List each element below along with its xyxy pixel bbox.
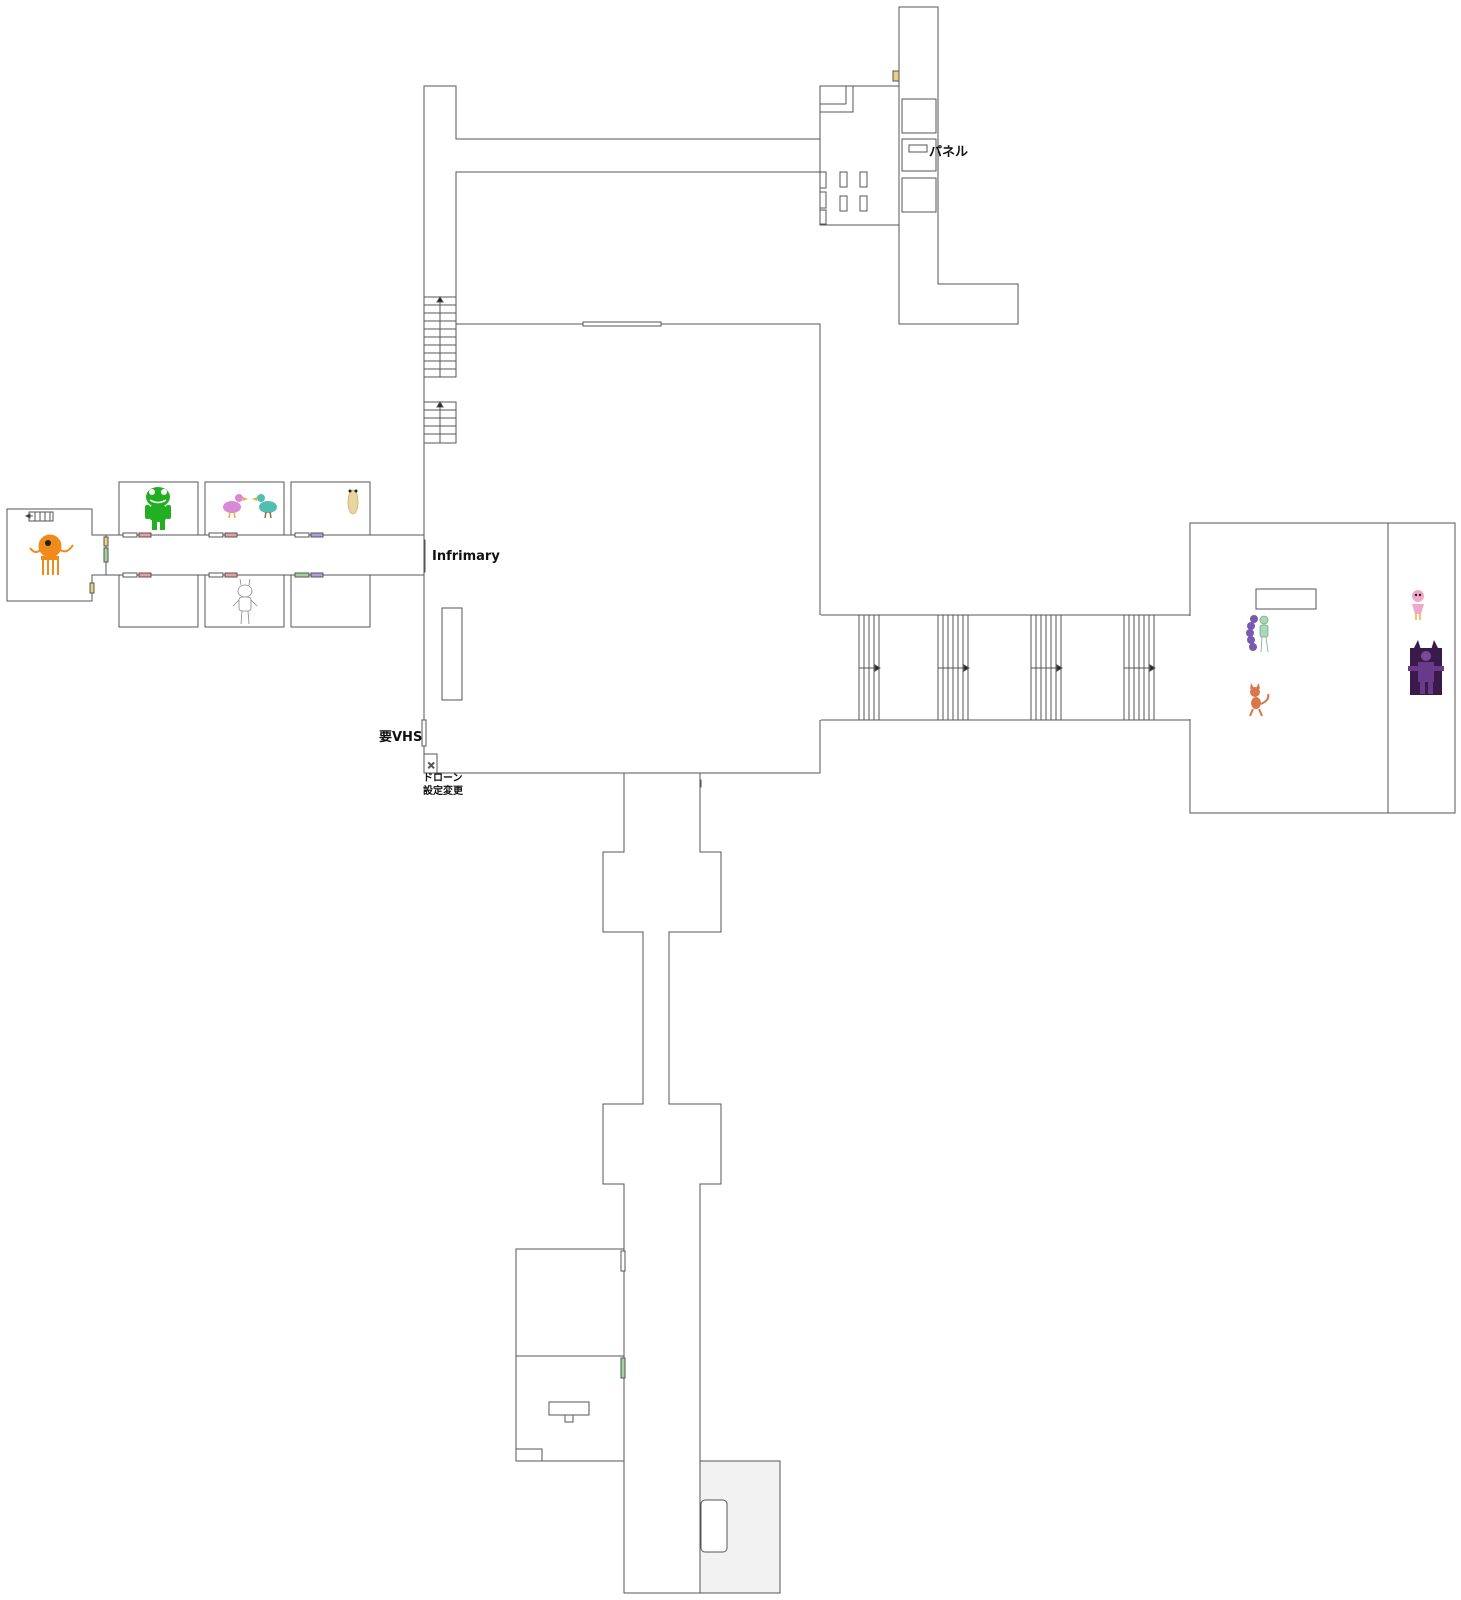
mint-figure-icon xyxy=(1259,615,1269,653)
southeast-capsule xyxy=(700,1499,728,1553)
sink xyxy=(548,1401,590,1416)
west-stairs[interactable] xyxy=(24,511,54,522)
annex-bench xyxy=(819,171,827,189)
door[interactable] xyxy=(103,547,109,563)
door[interactable] xyxy=(89,582,95,594)
door[interactable] xyxy=(294,532,310,538)
locker-box xyxy=(901,98,937,134)
annex-bench xyxy=(819,209,827,225)
drone-terminal[interactable] xyxy=(423,753,438,774)
annex-pillar xyxy=(839,195,848,212)
east-stairs[interactable] xyxy=(858,615,1155,720)
annex-small-room xyxy=(819,85,854,113)
orange-cat-icon xyxy=(1249,683,1270,717)
stairs-lower[interactable] xyxy=(423,401,457,444)
vhs-required-label: 要VHS xyxy=(379,730,423,745)
white-bunny-icon xyxy=(232,578,258,625)
northeast-corridor xyxy=(898,6,1019,325)
annex-pillar xyxy=(859,171,868,188)
cream-bug-icon xyxy=(347,489,359,515)
southwest-room-upper xyxy=(515,1248,625,1357)
vhs-door[interactable] xyxy=(421,719,427,747)
purple-throne-queen-icon xyxy=(1408,640,1444,695)
drone-label-line1: ドローン xyxy=(423,773,463,784)
door[interactable] xyxy=(122,532,138,538)
upper-corridor xyxy=(423,85,821,325)
north-door[interactable] xyxy=(582,321,662,327)
room-south-3 xyxy=(290,574,371,628)
stair-arrow xyxy=(874,664,881,672)
west-corridor xyxy=(105,534,425,576)
door[interactable] xyxy=(208,532,224,538)
locker-box xyxy=(901,177,937,213)
stairs-upper[interactable] xyxy=(423,296,457,378)
locker-box xyxy=(901,138,937,172)
room-south-1 xyxy=(118,574,199,628)
orange-octopus-icon xyxy=(29,534,74,575)
door[interactable] xyxy=(224,532,238,538)
door[interactable] xyxy=(310,532,324,538)
main-hall xyxy=(423,323,821,853)
room-cream-bug xyxy=(290,481,371,536)
door[interactable] xyxy=(138,532,152,538)
east-hall-table xyxy=(1255,588,1317,610)
infirmary-label: Infrimary xyxy=(432,549,500,564)
annex-bench xyxy=(819,191,827,209)
green-frog-icon xyxy=(145,487,171,530)
annex-pillar xyxy=(859,195,868,212)
teal-bird-icon xyxy=(252,494,277,519)
stair-arrow xyxy=(436,401,444,408)
stair-arrow xyxy=(963,664,970,672)
purple-caterpillar-icon xyxy=(1246,615,1258,651)
door[interactable] xyxy=(224,572,238,578)
room-small-box xyxy=(515,1448,543,1462)
door[interactable] xyxy=(310,572,324,578)
door[interactable] xyxy=(620,1250,626,1272)
door[interactable] xyxy=(103,536,109,547)
yellow-door[interactable] xyxy=(892,70,900,82)
infirmary-bed xyxy=(441,607,463,701)
annex-pillar xyxy=(839,171,848,188)
panel-label: パネル xyxy=(929,145,969,160)
door[interactable] xyxy=(138,572,152,578)
stair-arrow xyxy=(436,296,444,303)
sink-tap xyxy=(564,1414,574,1423)
pink-chick-icon xyxy=(1412,590,1424,620)
door[interactable] xyxy=(122,572,138,578)
door[interactable] xyxy=(208,572,224,578)
stair-arrow xyxy=(1056,664,1063,672)
stair-arrow xyxy=(1149,664,1156,672)
door[interactable] xyxy=(620,1357,626,1379)
drone-marker-icon: ✕ xyxy=(427,761,435,772)
drone-label-line2: 設定変更 xyxy=(423,786,463,797)
panel-device[interactable] xyxy=(908,144,928,153)
door[interactable] xyxy=(294,572,310,578)
pink-bird-icon xyxy=(223,494,248,519)
